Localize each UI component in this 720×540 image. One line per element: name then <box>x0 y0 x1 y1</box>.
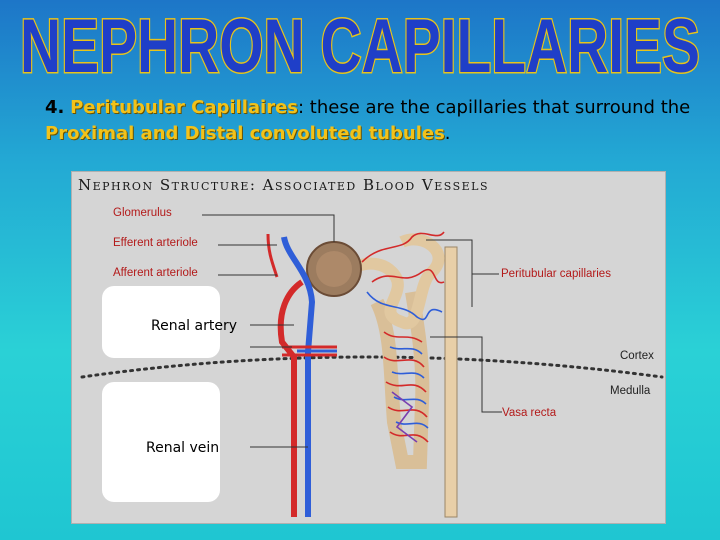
nephron-illustration <box>80 214 664 518</box>
nephron-diagram: Nephron Structure: Associated Blood Vess… <box>71 171 666 524</box>
leader-lines <box>202 214 502 448</box>
item-number: 4. <box>45 97 65 118</box>
label-afferent-arteriole: Afferent arteriole <box>113 267 198 279</box>
convoluted-tubule <box>340 233 445 330</box>
label-vasa-recta: Vasa recta <box>502 407 557 419</box>
afferent-arteriole-vessel <box>266 233 279 278</box>
renal-vein-vessel <box>281 236 316 517</box>
page-title: NEPHRON CAPILLARIES <box>20 4 700 89</box>
renal-artery-vessel <box>277 279 304 517</box>
title-banner: NEPHRON CAPILLARIES <box>19 3 702 91</box>
term-peritubular: Peritubular Capillaires <box>70 97 299 118</box>
label-renal-vein: Renal vein <box>146 440 220 456</box>
label-peritubular-capillaries: Peritubular capillaries <box>501 268 611 280</box>
description-text-1: : these are the capillaries that surroun… <box>298 97 691 118</box>
label-cortex: Cortex <box>620 350 654 362</box>
diagram-title: Nephron Structure: Associated Blood Vess… <box>78 176 490 194</box>
renal-vein-box <box>102 382 220 502</box>
peritubular-capillary-network <box>361 231 445 443</box>
label-renal-artery: Renal artery <box>151 318 237 334</box>
label-medulla: Medulla <box>610 385 651 397</box>
renal-artery-box <box>102 286 220 358</box>
description-text-2: . <box>444 123 451 144</box>
collecting-duct <box>444 246 458 518</box>
term-convoluted-tubules: Proximal and Distal convoluted tubules <box>45 123 445 144</box>
loop-of-henle <box>370 290 430 469</box>
description-paragraph: 4. Peritubular Capillaires: these are th… <box>45 95 705 147</box>
cortex-medulla-boundary <box>80 355 664 379</box>
label-efferent-arteriole: Efferent arteriole <box>113 237 198 249</box>
label-glomerulus: Glomerulus <box>113 207 172 219</box>
